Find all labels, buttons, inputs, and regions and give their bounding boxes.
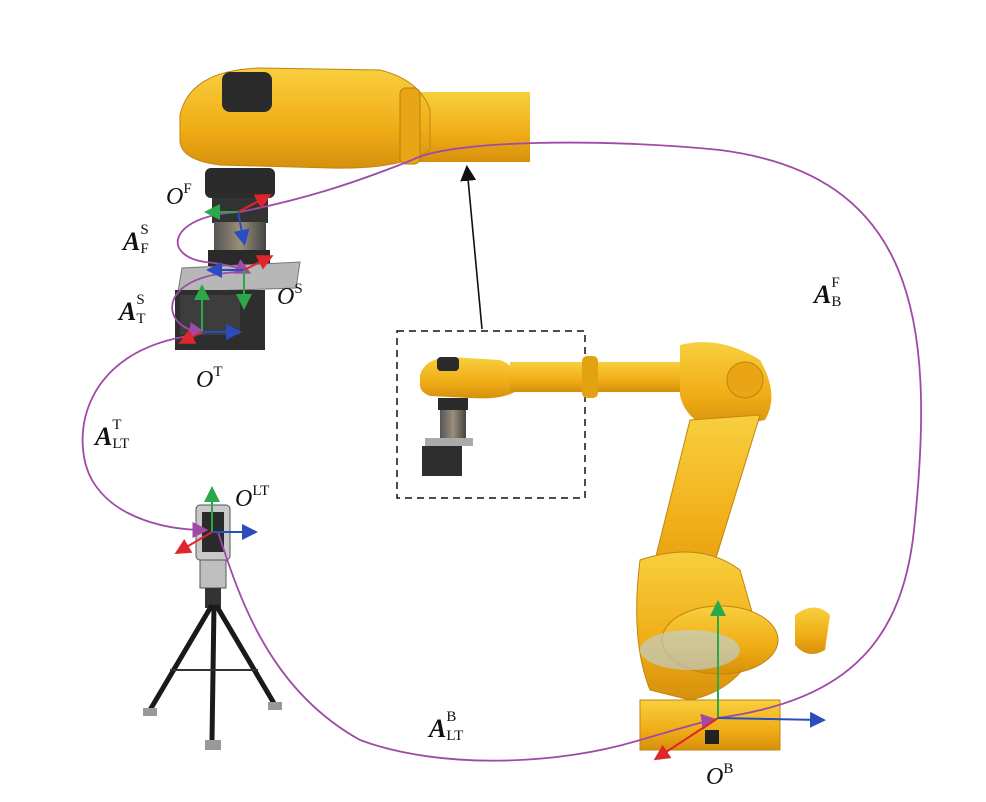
curve-a-lt-b <box>217 531 718 762</box>
zoom-arrow <box>460 164 483 330</box>
frame-o-f <box>204 194 272 246</box>
zoom-region-box <box>396 330 586 499</box>
industrial-robot <box>420 342 830 751</box>
label-o-lt: OLT <box>235 483 270 512</box>
label-o-t: OT <box>196 364 223 393</box>
curve-a-lt-t <box>81 334 209 539</box>
laser-tracker <box>143 504 282 750</box>
frame-o-s <box>206 255 274 310</box>
transform-curves <box>81 141 922 762</box>
frame-o-b <box>653 600 826 761</box>
label-o-f: OF <box>166 181 192 210</box>
label-o-s: OS <box>277 281 303 310</box>
label-o-b: OB <box>706 761 734 790</box>
frame-o-t <box>178 284 242 344</box>
frame-o-lt <box>174 486 258 555</box>
curve-a-f-s <box>176 211 252 274</box>
zoomed-robot-wrist <box>175 67 530 350</box>
curve-a-b-f <box>239 141 922 719</box>
